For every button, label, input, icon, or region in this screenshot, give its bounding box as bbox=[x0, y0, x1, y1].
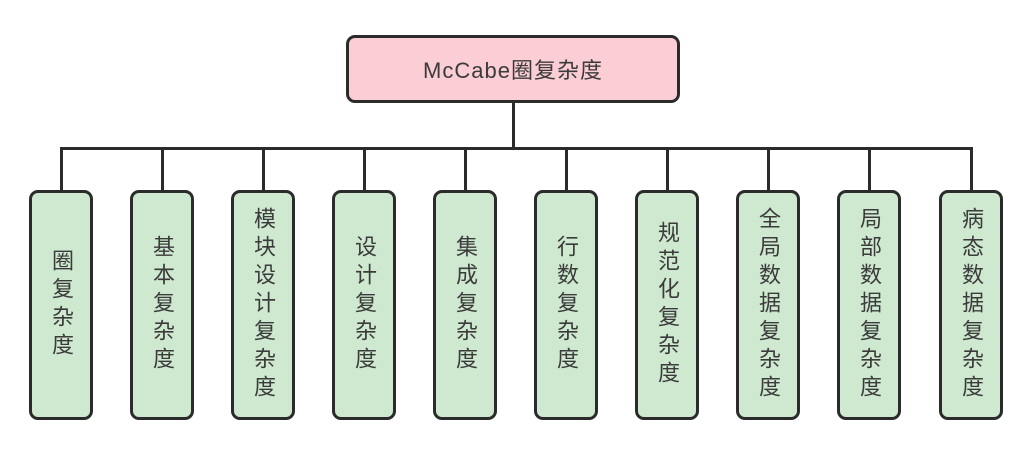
connector-line bbox=[362, 147, 366, 193]
connector-line bbox=[261, 147, 265, 193]
child-node: 病态数据复杂度 bbox=[939, 190, 1003, 420]
root-node: McCabe圈复杂度 bbox=[346, 35, 680, 103]
child-node: 行数复杂度 bbox=[534, 190, 598, 420]
connector-line bbox=[160, 147, 164, 193]
connector-line bbox=[463, 147, 467, 193]
child-node: 基本复杂度 bbox=[130, 190, 194, 420]
child-node: 圈复杂度 bbox=[29, 190, 93, 420]
connector-line bbox=[59, 147, 973, 150]
root-node-label: McCabe圈复杂度 bbox=[423, 58, 603, 83]
child-node-label: 集成复杂度 bbox=[453, 235, 478, 375]
child-node: 全局数据复杂度 bbox=[736, 190, 800, 420]
connector-line bbox=[766, 147, 770, 193]
child-node-label: 全局数据复杂度 bbox=[756, 207, 781, 403]
connector-line bbox=[59, 147, 63, 193]
child-node: 局部数据复杂度 bbox=[837, 190, 901, 420]
child-node-label: 设计复杂度 bbox=[352, 235, 377, 375]
child-node: 规范化复杂度 bbox=[635, 190, 699, 420]
child-node-label: 基本复杂度 bbox=[150, 235, 175, 375]
connector-line bbox=[511, 101, 515, 150]
connector-line bbox=[564, 147, 568, 193]
connector-line bbox=[665, 147, 669, 193]
connector-line bbox=[969, 147, 973, 193]
child-node: 设计复杂度 bbox=[332, 190, 396, 420]
child-node-label: 病态数据复杂度 bbox=[959, 207, 984, 403]
child-node: 集成复杂度 bbox=[433, 190, 497, 420]
connector-line bbox=[867, 147, 871, 193]
child-node-label: 规范化复杂度 bbox=[655, 221, 680, 389]
child-node: 模块设计复杂度 bbox=[231, 190, 295, 420]
child-node-label: 局部数据复杂度 bbox=[857, 207, 882, 403]
child-node-label: 模块设计复杂度 bbox=[251, 207, 276, 403]
child-node-label: 圈复杂度 bbox=[49, 249, 74, 361]
child-node-label: 行数复杂度 bbox=[554, 235, 579, 375]
